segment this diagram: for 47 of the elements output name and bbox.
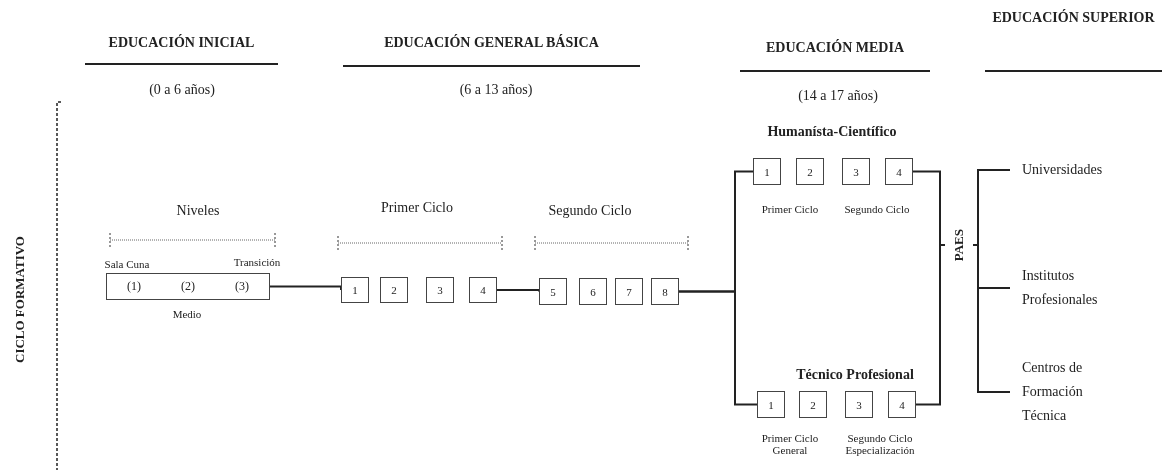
connector-line <box>496 289 540 293</box>
section-heading: EDUCACIÓN GENERAL BÁSICA <box>343 35 640 67</box>
track-title: Humanísta-Científico <box>766 124 898 141</box>
institution-label: Centros de Formación Técnica <box>1010 356 1130 428</box>
grade-box: 1 <box>757 391 785 418</box>
age-range: (6 a 13 años) <box>458 82 534 99</box>
institution-label: Universidades <box>1010 158 1140 182</box>
cycle-caption: Segundo Ciclo <box>843 203 911 217</box>
level-name: Medio <box>171 308 203 320</box>
institution-label: Institutos Profesionales <box>1010 264 1140 312</box>
level-number: (2) <box>181 279 195 294</box>
cycle-caption: Segundo Ciclo Especialización <box>844 432 916 458</box>
grade-box: 2 <box>799 391 827 418</box>
connector-line <box>915 244 946 406</box>
level-name: Sala Cuna <box>103 258 151 270</box>
cycle-title: Niveles <box>175 203 221 220</box>
grade-box: 1 <box>753 158 781 185</box>
grade-box: 4 <box>469 277 497 303</box>
level-name: Transición <box>232 256 282 268</box>
grade-box: 3 <box>426 277 454 303</box>
grade-box: 2 <box>796 158 824 185</box>
level-number: (3) <box>235 279 249 294</box>
age-range: (14 a 17 años) <box>797 88 879 105</box>
cycle-caption: Primer Ciclo General <box>760 432 820 458</box>
cycle-title: Primer Ciclo <box>380 200 454 217</box>
grade-box: 3 <box>845 391 873 418</box>
grade-box: 4 <box>888 391 916 418</box>
grade-box: 5 <box>539 278 567 305</box>
connector-line <box>678 290 758 406</box>
cycle-caption: Primer Ciclo <box>760 203 820 217</box>
cycle-title: Segundo Ciclo <box>547 203 633 220</box>
axis-title: CICLO FORMATIVO <box>12 235 28 366</box>
grade-box: 7 <box>615 278 643 305</box>
grade-box: 3 <box>842 158 870 185</box>
grade-box: 8 <box>651 278 679 305</box>
grade-box: 1 <box>341 277 369 303</box>
grade-box: 4 <box>885 158 913 185</box>
section-heading: EDUCACIÓN MEDIA <box>740 40 930 72</box>
track-title: Técnico Profesional <box>795 367 915 384</box>
section-heading: EDUCACIÓN SUPERIOR <box>985 10 1162 72</box>
section-heading: EDUCACIÓN INICIAL <box>85 35 278 65</box>
grade-box: 6 <box>579 278 607 305</box>
level-number: (1) <box>127 279 141 294</box>
grade-box: 2 <box>380 277 408 303</box>
age-range: (0 a 6 años) <box>148 82 216 99</box>
exam-label: PAES <box>951 228 967 262</box>
connector-line <box>269 285 342 291</box>
